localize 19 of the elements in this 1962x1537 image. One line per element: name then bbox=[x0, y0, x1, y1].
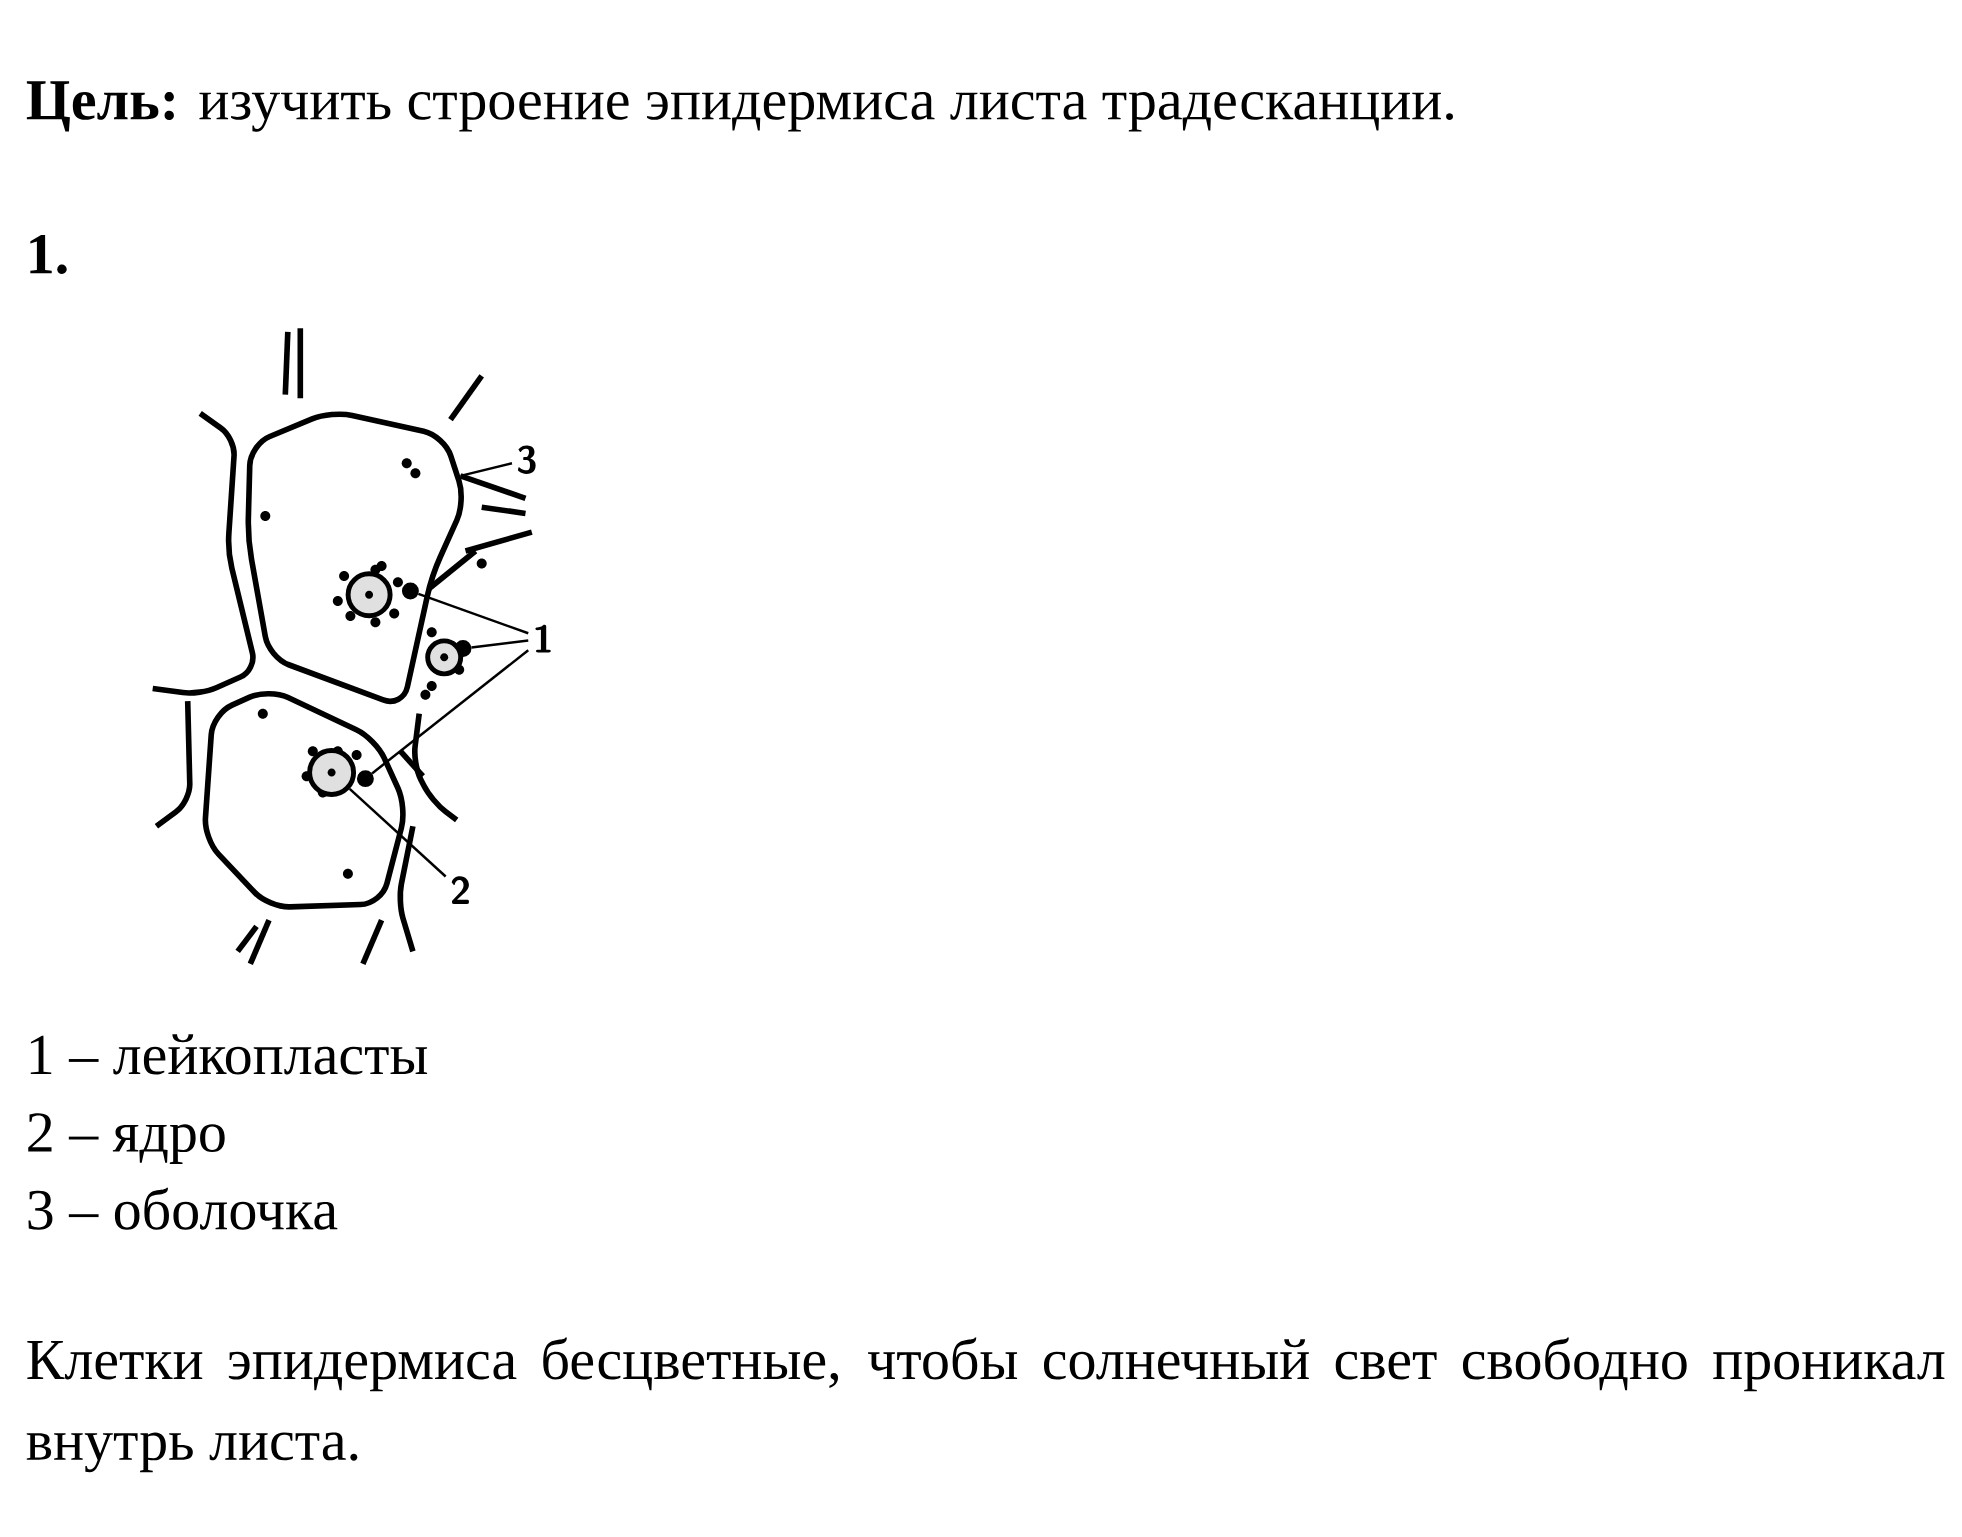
leader-line bbox=[471, 639, 529, 649]
leader-line bbox=[460, 462, 513, 478]
leader-line bbox=[417, 592, 529, 635]
legend-entry: 3 – оболочка bbox=[28, 1187, 338, 1230]
legend-entry: 1 – лейкопласты bbox=[30, 1034, 428, 1075]
nucleus bbox=[307, 748, 357, 797]
conclusion-text: Клетки эпидермиса бесцветные, чтобы солнечный свет свободно проникал внутрь листа. bbox=[26, 1337, 1945, 1473]
legend-entry: 2 – ядро bbox=[28, 1113, 225, 1164]
leader-line bbox=[348, 788, 447, 878]
nucleus bbox=[425, 638, 464, 677]
callout-number: 3 bbox=[517, 445, 536, 474]
goal-heading: Цель: изучить строение эпидермиса листа традесканции. bbox=[26, 81, 1453, 132]
leukoplast bbox=[356, 770, 374, 788]
callout-number: 2 bbox=[451, 876, 469, 904]
callout-number: 1 bbox=[535, 624, 551, 653]
leukoplast bbox=[401, 582, 419, 600]
leader-line bbox=[371, 649, 530, 775]
task-number: 1. bbox=[30, 234, 67, 274]
nucleus bbox=[345, 571, 393, 619]
